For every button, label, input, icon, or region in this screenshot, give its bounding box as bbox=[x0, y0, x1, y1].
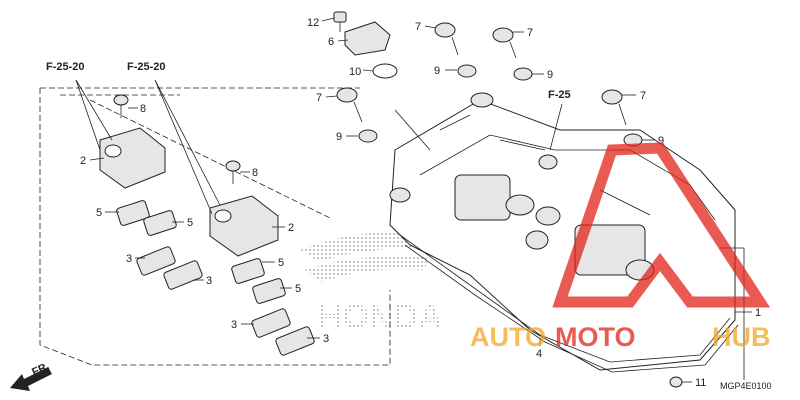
part-3-filter-c bbox=[251, 308, 291, 338]
part-2-cap-b bbox=[209, 195, 279, 257]
part-labels: 12 6 10 7 7 9 9 7 9 7 9 8 2 8 2 5 5 3 3 … bbox=[80, 17, 761, 389]
watermark-text-auto: AUTO bbox=[470, 322, 546, 352]
part-3-filter-a bbox=[136, 246, 176, 276]
label-part-8a: 8 bbox=[140, 103, 146, 115]
part-7-bolt-c bbox=[336, 87, 363, 123]
honda-logo-text: HONDA bbox=[318, 298, 443, 336]
part-9-washer-b bbox=[513, 67, 533, 81]
label-part-9b: 9 bbox=[547, 69, 553, 81]
part-7-bolt-a bbox=[434, 22, 459, 56]
label-part-8b: 8 bbox=[252, 167, 258, 179]
label-part-3d: 3 bbox=[323, 333, 329, 345]
label-part-5a: 5 bbox=[96, 207, 102, 219]
part-7-bolt-d bbox=[601, 89, 627, 126]
label-part-6: 6 bbox=[328, 36, 334, 48]
label-part-7d: 7 bbox=[640, 90, 646, 102]
part-8-bolt-a bbox=[113, 94, 129, 118]
part-5-seal-a bbox=[116, 200, 150, 226]
front-marker-label: FR. bbox=[30, 360, 51, 378]
label-part-5b: 5 bbox=[187, 217, 193, 229]
diagram-code: MGP4E0100 bbox=[720, 381, 772, 391]
label-part-7b: 7 bbox=[527, 27, 533, 39]
label-part-5c: 5 bbox=[278, 257, 284, 269]
part-11-cap bbox=[669, 376, 683, 388]
label-part-3c: 3 bbox=[231, 319, 237, 331]
cylinder-head-cover bbox=[389, 92, 739, 373]
label-part-9a: 9 bbox=[434, 65, 440, 77]
part-7-bolt-b bbox=[492, 27, 517, 59]
label-part-4: 4 bbox=[536, 348, 542, 360]
part-5-seal-d bbox=[252, 278, 286, 304]
part-2-cap-a bbox=[99, 127, 166, 189]
ref-f25: F-25 bbox=[548, 89, 571, 101]
label-part-12: 12 bbox=[307, 17, 319, 29]
label-part-3a: 3 bbox=[126, 253, 132, 265]
label-part-5d: 5 bbox=[295, 283, 301, 295]
label-part-2b: 2 bbox=[288, 222, 294, 234]
label-part-7c: 7 bbox=[316, 92, 322, 104]
leader-lines bbox=[75, 17, 752, 383]
label-part-3b: 3 bbox=[206, 275, 212, 287]
label-part-10: 10 bbox=[349, 66, 361, 78]
label-part-1: 1 bbox=[755, 307, 761, 319]
ref-f25-20-right: F-25-20 bbox=[127, 61, 166, 73]
part-9-washer-a bbox=[457, 64, 477, 78]
watermark-text-moto: MOTO bbox=[555, 322, 636, 352]
reference-labels: F-25-20 F-25-20 F-25 bbox=[46, 61, 571, 101]
label-part-11: 11 bbox=[695, 377, 706, 389]
part-10-oring bbox=[372, 63, 398, 79]
part-5-seal-c bbox=[231, 258, 265, 284]
label-part-7a: 7 bbox=[415, 21, 421, 33]
part-3-filter-b bbox=[163, 260, 203, 290]
watermark-logo: AUTO MOTO HUB bbox=[470, 142, 771, 352]
label-part-9d: 9 bbox=[658, 135, 664, 147]
front-arrow-icon: FR. bbox=[10, 360, 52, 391]
label-part-2a: 2 bbox=[80, 155, 86, 167]
ref-f25-20-left: F-25-20 bbox=[46, 61, 85, 73]
part-5-seal-b bbox=[143, 210, 177, 236]
part-9-washer-c bbox=[358, 129, 378, 143]
part-3-filter-d bbox=[275, 326, 315, 356]
part-6-sensor bbox=[344, 21, 391, 56]
watermark-text-hub: HUB bbox=[712, 322, 771, 352]
label-part-9c: 9 bbox=[336, 131, 342, 143]
watermark-triangle-icon bbox=[552, 142, 771, 308]
part-12-bolt bbox=[333, 11, 347, 32]
part-8-bolt-b bbox=[225, 160, 241, 184]
